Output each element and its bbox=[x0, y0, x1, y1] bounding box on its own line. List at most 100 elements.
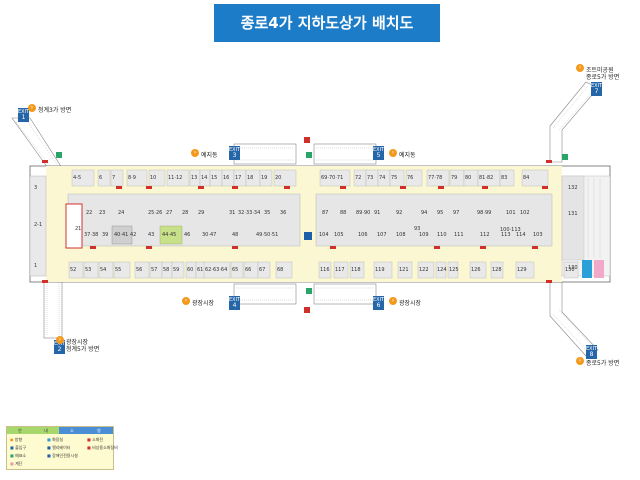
ticket-icon: ■ bbox=[10, 453, 14, 458]
accessible-icon: ■ bbox=[47, 453, 51, 458]
shop-119 bbox=[373, 261, 393, 279]
shop-84 bbox=[521, 169, 549, 187]
shop-69·70·71 bbox=[319, 169, 351, 187]
shop-129 bbox=[515, 261, 535, 279]
shop-label-98·99: 98·99 bbox=[477, 210, 492, 216]
emergency-equipment-icon: ■ bbox=[87, 445, 91, 450]
shop-label-54: 54 bbox=[100, 267, 107, 273]
shop-8·9 bbox=[126, 169, 148, 187]
legend-label: 비상용소화장비 bbox=[92, 445, 118, 450]
shop-label-17: 17 bbox=[235, 175, 242, 181]
exit-8-destination: 종로5가 방면 bbox=[586, 360, 620, 367]
shop-19 bbox=[259, 169, 273, 187]
shop-label-8·9: 8·9 bbox=[128, 175, 136, 181]
staircase-exit-4 bbox=[233, 283, 297, 305]
shop-label-1: 1 bbox=[34, 263, 38, 269]
entrance-icon: ■ bbox=[10, 445, 14, 450]
exit-number: 4 bbox=[232, 302, 237, 309]
shop-label-101: 101 bbox=[506, 210, 516, 216]
womens-restroom-icon bbox=[594, 260, 604, 278]
shop-121 bbox=[397, 261, 413, 279]
shop-label-25·26: 25·26 bbox=[148, 210, 163, 216]
stairs-icon: ■ bbox=[10, 461, 14, 466]
shop-label-22: 22 bbox=[86, 210, 93, 216]
direction-icon: ● bbox=[10, 437, 14, 442]
shop-label-30·47: 30·47 bbox=[202, 232, 217, 238]
shop-label-35: 35 bbox=[264, 210, 271, 216]
exit-7-destination: 조트미공원 bbox=[586, 67, 614, 74]
shop-label-105: 105 bbox=[334, 232, 344, 238]
shop-65 bbox=[230, 261, 244, 279]
shop-67 bbox=[257, 261, 271, 279]
exit-label: EXIT bbox=[591, 83, 603, 89]
shop-label-79: 79 bbox=[451, 175, 458, 181]
shop-68 bbox=[275, 261, 293, 279]
legend-item-stairs: ■ 계단 bbox=[10, 461, 22, 467]
shop-label-84: 84 bbox=[523, 175, 530, 181]
shop-6 bbox=[97, 169, 111, 187]
shop-label-108: 108 bbox=[396, 232, 406, 238]
shop-label-49·50·51: 49·50·51 bbox=[256, 232, 279, 238]
shop-116 bbox=[318, 261, 332, 279]
shop-label-15: 15 bbox=[211, 175, 218, 181]
direction-arrow-icon: › bbox=[389, 297, 397, 305]
legend-item-emergency: ■ 비상용소화장비 bbox=[87, 445, 118, 451]
legend-item-restroom: ■ 화장실 bbox=[47, 437, 63, 443]
shop-label-130: 130 bbox=[565, 267, 575, 273]
shop-label-117: 117 bbox=[335, 267, 345, 273]
legend-label: 엘리베이터 bbox=[52, 445, 71, 450]
direction-arrow-icon: › bbox=[56, 336, 64, 344]
shop-label-48: 48 bbox=[232, 232, 239, 238]
direction-arrow-icon: › bbox=[389, 149, 397, 157]
shop-label-73: 73 bbox=[367, 175, 374, 181]
elevator-icon: ■ bbox=[47, 445, 51, 450]
legend-label: 출입구 bbox=[15, 445, 27, 450]
exit-3-destination: 예지동 bbox=[201, 152, 218, 159]
shop-label-74: 74 bbox=[379, 175, 386, 181]
direction-arrow-icon: › bbox=[576, 64, 584, 72]
shop-label-13: 13 bbox=[191, 175, 198, 181]
shop-label-75: 75 bbox=[391, 175, 398, 181]
shop-label-109: 109 bbox=[419, 232, 429, 238]
shop-59 bbox=[171, 261, 185, 279]
shop-10 bbox=[148, 169, 166, 187]
exit-number: 6 bbox=[376, 302, 381, 309]
shop-label-112: 112 bbox=[480, 232, 490, 238]
shop-label-23: 23 bbox=[99, 210, 106, 216]
shop-label-29: 29 bbox=[198, 210, 205, 216]
staircase-exit-6 bbox=[313, 283, 377, 305]
shop-label-3: 3 bbox=[34, 185, 38, 191]
left-end-block bbox=[29, 175, 47, 277]
shop-label-65: 65 bbox=[232, 267, 239, 273]
shop-label-100·113: 100·113 bbox=[500, 227, 521, 233]
shop-label-10: 10 bbox=[150, 175, 157, 181]
shop-label-118: 118 bbox=[351, 267, 361, 273]
shop-label-92: 92 bbox=[396, 210, 403, 216]
shop-125 bbox=[447, 261, 459, 279]
shop-label-39: 39 bbox=[102, 232, 109, 238]
shop-label-72: 72 bbox=[355, 175, 362, 181]
shop-label-7: 7 bbox=[112, 175, 116, 181]
legend: 안 내 소 방 ● 방향 ■ 출입구 ■ 매표소 ■ 계단 ■ 화장실 ■ 엘리… bbox=[6, 426, 118, 470]
legend-header-3: 소 bbox=[59, 427, 85, 434]
fire-hydrant-markers bbox=[42, 137, 552, 313]
shop-52 bbox=[68, 261, 84, 279]
shop-label-68: 68 bbox=[277, 267, 284, 273]
shop-label-32·33·34: 32·33·34 bbox=[238, 210, 261, 216]
legend-item-elevator: ■ 엘리베이터 bbox=[47, 445, 70, 451]
legend-label: 장애인전용시설 bbox=[52, 453, 78, 458]
exit-label: EXIT bbox=[54, 341, 66, 347]
shop-label-121: 121 bbox=[399, 267, 409, 273]
shop-label-77·78: 77·78 bbox=[428, 175, 443, 181]
restroom-icon: ■ bbox=[47, 437, 51, 442]
exit-label: EXIT bbox=[229, 297, 241, 303]
central-island-west bbox=[67, 193, 301, 247]
